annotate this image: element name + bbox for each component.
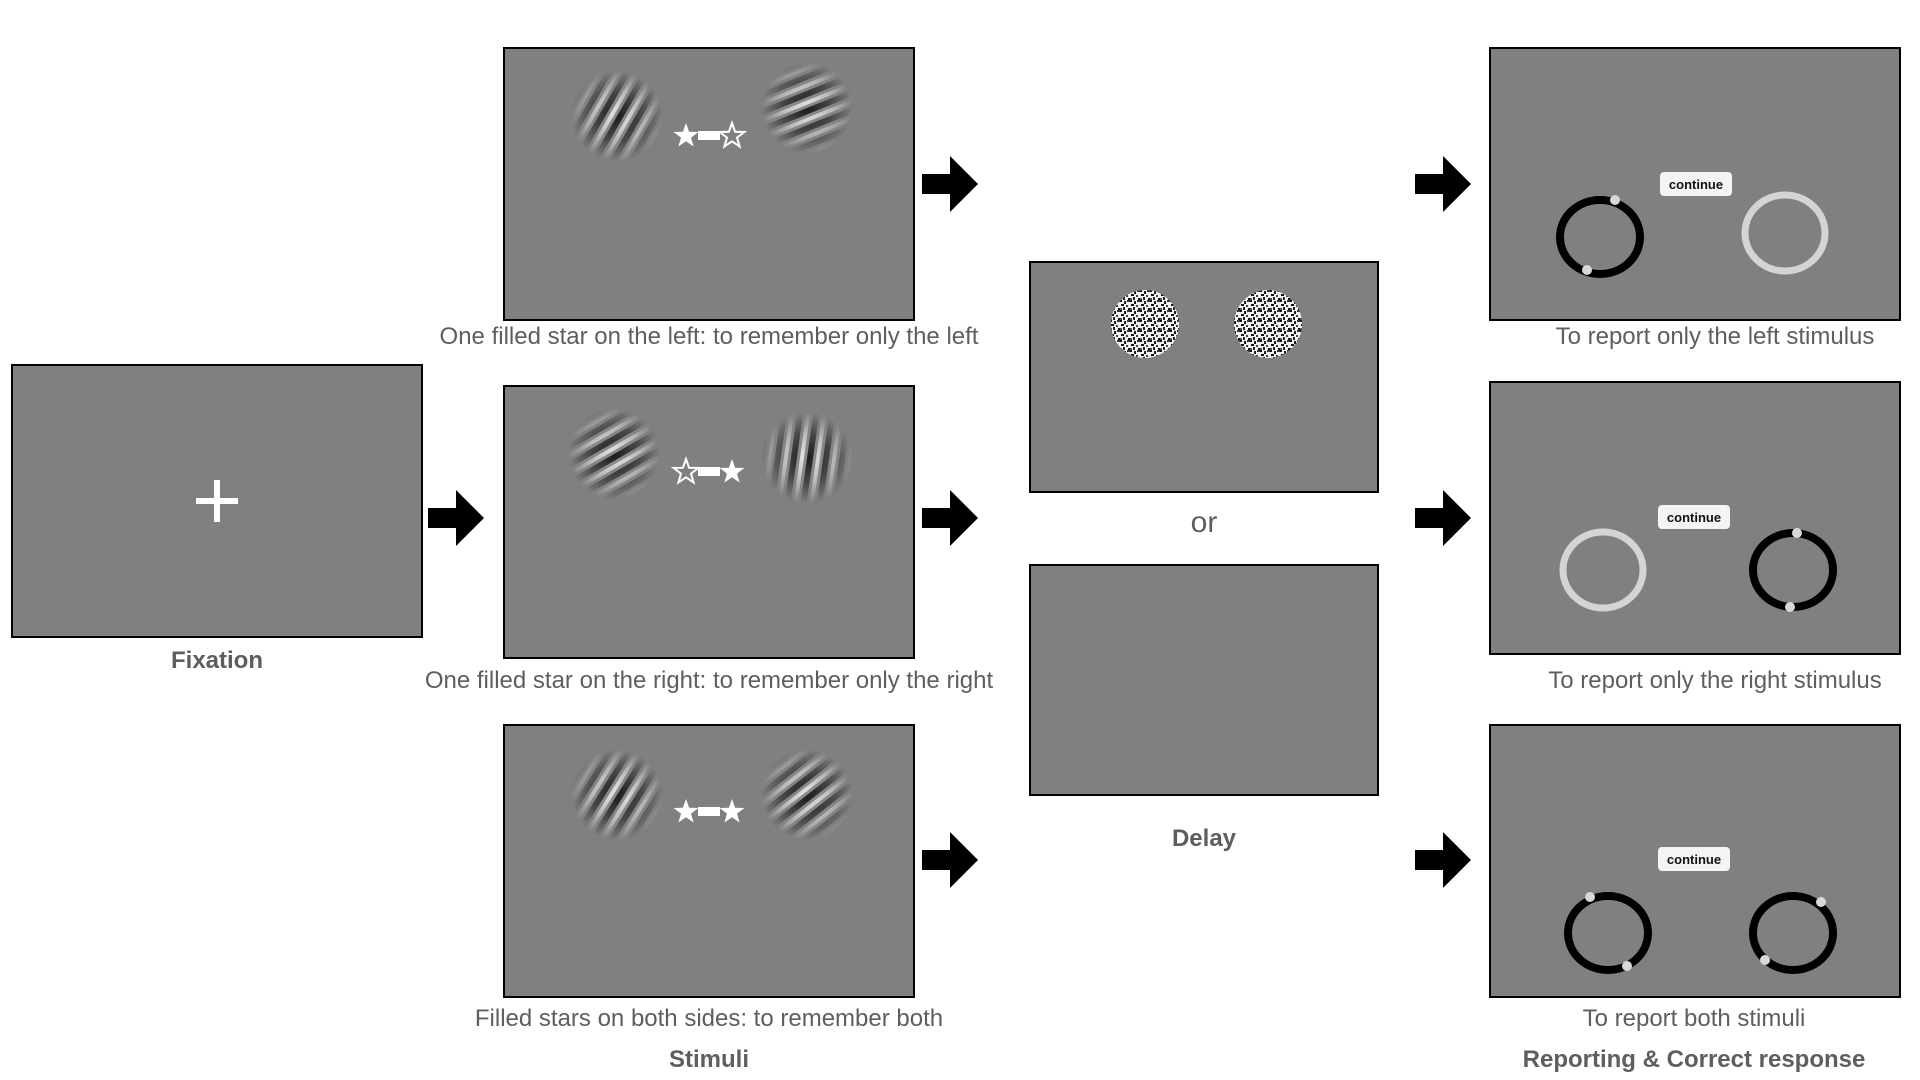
svg-text:continue: continue (1667, 852, 1721, 867)
report-label: Reporting & Correct response (1522, 1046, 1866, 1073)
star-bar (698, 131, 720, 140)
response-ring-active (1556, 196, 1644, 278)
stimulus-caption-both: Filled stars on both sides: to remember … (474, 1005, 944, 1032)
response-dot (1610, 195, 1620, 205)
svg-text:continue: continue (1667, 510, 1721, 525)
report-screen-both: continue (1489, 724, 1901, 998)
fixation-cross-vertical (214, 480, 220, 522)
noise-mask-right (1234, 290, 1302, 358)
report-caption-right: To report only the right stimulus (1548, 667, 1882, 694)
grating-right (751, 402, 864, 515)
star-bar (698, 807, 720, 816)
stimulus-screen-both (503, 724, 915, 998)
arrow-icon (922, 156, 978, 212)
continue-button[interactable]: continue (1660, 172, 1732, 196)
response-dot (1816, 897, 1826, 907)
response-ring-active (1749, 892, 1837, 974)
arrow-icon (1415, 156, 1471, 212)
response-ring-active (1564, 892, 1652, 974)
stimuli-label: Stimuli (668, 1046, 750, 1073)
arrow-icon (428, 490, 484, 546)
fixation-screen (11, 364, 423, 638)
report-caption-both: To report both stimuli (1582, 1005, 1806, 1032)
stimulus-screen-left (503, 43, 915, 321)
stimulus-screen-right (503, 385, 915, 659)
noise-mask-left (1111, 290, 1179, 358)
report-screen-left: continue (1489, 47, 1901, 321)
stimulus-caption-left: One filled star on the left: to remember… (439, 323, 979, 350)
response-ring-inactive (1741, 191, 1829, 275)
response-dot (1622, 961, 1632, 971)
arrow-icon (1415, 490, 1471, 546)
arrow-icon (1415, 832, 1471, 888)
response-dot (1760, 955, 1770, 965)
response-dot (1792, 528, 1802, 538)
delay-screen-blank (1029, 564, 1379, 796)
report-caption-left: To report only the left stimulus (1555, 323, 1875, 350)
report-screen-right: continue (1489, 381, 1901, 655)
delay-screen-mask (1029, 261, 1379, 493)
response-dot (1582, 265, 1592, 275)
response-ring-inactive (1559, 528, 1647, 612)
svg-text:continue: continue (1669, 177, 1723, 192)
fixation-label: Fixation (170, 647, 264, 674)
response-dot (1585, 892, 1595, 902)
stimulus-caption-right: One filled star on the right: to remembe… (424, 667, 994, 694)
delay-label: Delay (1171, 825, 1237, 852)
continue-button[interactable]: continue (1658, 847, 1730, 871)
response-dot (1785, 602, 1795, 612)
star-bar (698, 467, 720, 476)
arrow-icon (922, 832, 978, 888)
continue-button[interactable]: continue (1658, 505, 1730, 529)
or-label: or (1190, 506, 1218, 539)
arrow-icon (922, 490, 978, 546)
